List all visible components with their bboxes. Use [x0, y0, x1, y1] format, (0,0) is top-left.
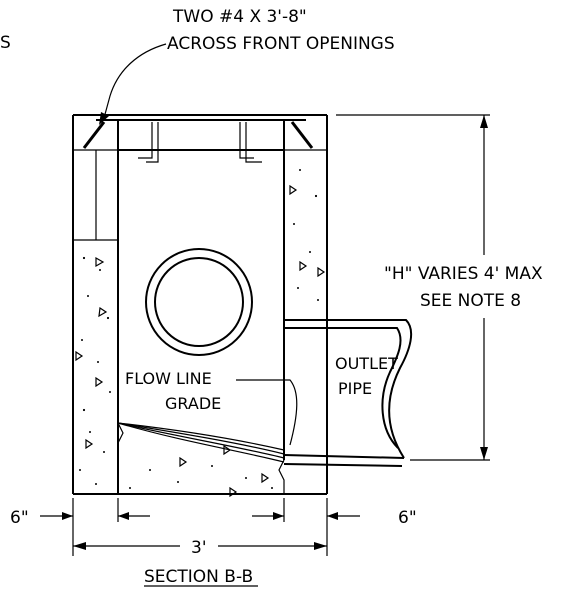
partial-left-label: S	[0, 33, 11, 53]
outlet-pipe-top-inner	[284, 327, 402, 449]
dim-overall-right-arrowhead	[314, 542, 327, 550]
rebar-right	[290, 121, 314, 149]
anchor-hook-right	[239, 122, 262, 163]
rebar-leader	[103, 43, 167, 119]
wall-left-dimension: 6"	[10, 508, 29, 528]
flow-line-2	[117, 422, 285, 455]
flow-line-label: FLOW LINE	[125, 369, 212, 388]
dim-overall-left-arrowhead	[73, 542, 86, 550]
flow-line-4	[117, 422, 285, 463]
inlet-pipe-outer	[145, 248, 253, 356]
height-note-line1: "H" VARIES 4' MAX	[384, 264, 543, 284]
outlet-label-line1: OUTLET	[335, 354, 398, 373]
height-note-line2: SEE NOTE 8	[420, 291, 521, 311]
dim-right-wall-arrowhead	[327, 512, 338, 520]
flow-line-leader	[236, 379, 298, 446]
inlet-pipe-inner	[154, 257, 244, 347]
rebar-note-line2: ACROSS FRONT OPENINGS	[167, 34, 395, 54]
height-arrow-top	[480, 115, 488, 128]
outlet-pipe-bottom-outer	[283, 463, 403, 467]
wall-right-dimension: 6"	[398, 508, 417, 528]
rebar-left	[82, 121, 106, 149]
height-arrow-bottom	[480, 447, 488, 460]
outlet-pipe-bottom	[283, 454, 405, 459]
concrete-stipple	[75, 169, 326, 498]
grade-label: GRADE	[165, 394, 221, 413]
outlet-label-line2: PIPE	[338, 379, 372, 398]
rebar-note-line1: TWO #4 X 3'-8"	[172, 7, 307, 27]
dim-inner-left-arrowhead	[118, 512, 129, 520]
dim-left-wall-arrowhead	[62, 512, 73, 520]
outlet-pipe-top	[284, 319, 413, 459]
floor-notch-right	[278, 459, 285, 494]
flow-line-1	[117, 422, 285, 451]
flow-line-3	[117, 422, 285, 459]
dim-inner-right-arrowhead	[273, 512, 284, 520]
floor-notch-left	[117, 422, 124, 444]
width-dimension: 3'	[191, 538, 207, 558]
section-title: SECTION B-B	[144, 567, 253, 587]
anchor-hook-left	[138, 122, 159, 163]
